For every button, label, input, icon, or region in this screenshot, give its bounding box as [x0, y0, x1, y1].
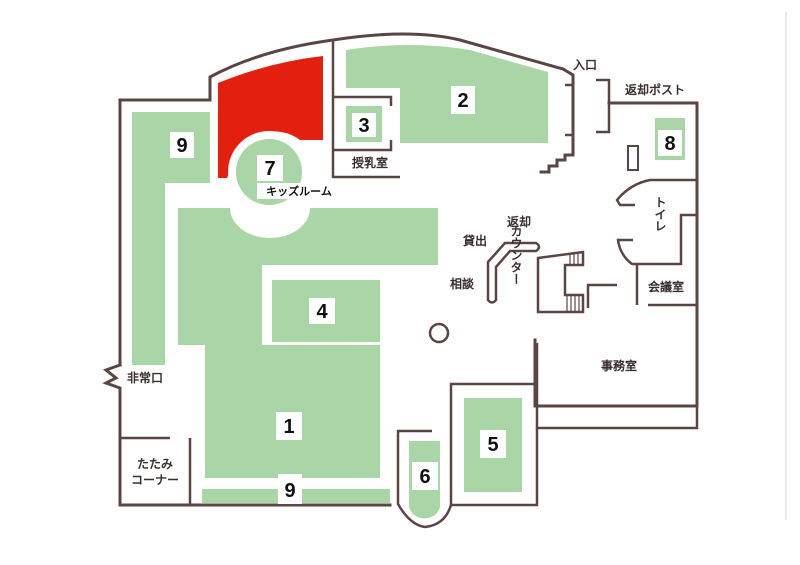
- zone-label-5: 5: [487, 434, 498, 456]
- svg-text:トイレ: トイレ: [653, 196, 667, 232]
- zone-label-4: 4: [316, 301, 328, 323]
- zone-label-6: 6: [419, 466, 430, 488]
- counter-return-label: 返却: [507, 214, 531, 229]
- office-wall: [535, 343, 699, 430]
- zone-label-9-bottom: 9: [284, 480, 295, 502]
- pillar: [428, 322, 450, 344]
- zone-9-left[interactable]: [132, 112, 210, 365]
- zone-label-2: 2: [457, 90, 468, 112]
- zone-label-1: 1: [283, 416, 294, 438]
- zone-label-7: 7: [264, 158, 275, 180]
- toilet-wall: [615, 178, 697, 266]
- outer-wall-left: [102, 363, 392, 507]
- tatami-corner-label-1: たたみ: [137, 457, 173, 471]
- nursing-room-label: 授乳室: [352, 155, 388, 170]
- kids-room-halo: [228, 131, 310, 213]
- zone-2[interactable]: [346, 45, 548, 143]
- kids-room-label: キッズルーム: [266, 184, 332, 198]
- tatami-corner-label-2: コーナー: [131, 473, 179, 487]
- wall-red-zone2: [331, 40, 400, 179]
- return-post-box: [627, 145, 639, 171]
- office-label: 事務室: [601, 358, 637, 373]
- meeting-room-label: 会議室: [648, 279, 684, 294]
- nursing-room-wall: [333, 95, 393, 152]
- counter-label: カウンター: [509, 225, 523, 285]
- zone-label-3: 3: [358, 115, 369, 137]
- entrance-label: 入口: [573, 58, 597, 72]
- toilet-label: トイレ: [653, 196, 667, 232]
- zone-label-9-left: 9: [176, 135, 187, 157]
- entrance-wall: [539, 66, 575, 174]
- counter-lending-label: 貸出: [463, 233, 487, 248]
- entrance-door-right: [596, 78, 611, 134]
- service-counter[interactable]: [486, 241, 541, 304]
- emergency-exit-label: 非常口: [127, 370, 163, 385]
- return-post-label: 返却ポスト: [625, 82, 685, 97]
- stairs-treads: [566, 253, 580, 312]
- zone-6-wall: [396, 429, 453, 529]
- stairs: [536, 250, 585, 314]
- meeting-room-wall: [586, 264, 697, 308]
- zone-label-8: 8: [664, 133, 675, 155]
- counter-consultation-label: 相談: [450, 276, 475, 291]
- outer-wall-right: [533, 101, 699, 408]
- zone-1[interactable]: [178, 208, 438, 478]
- highlighted-area[interactable]: [218, 56, 323, 178]
